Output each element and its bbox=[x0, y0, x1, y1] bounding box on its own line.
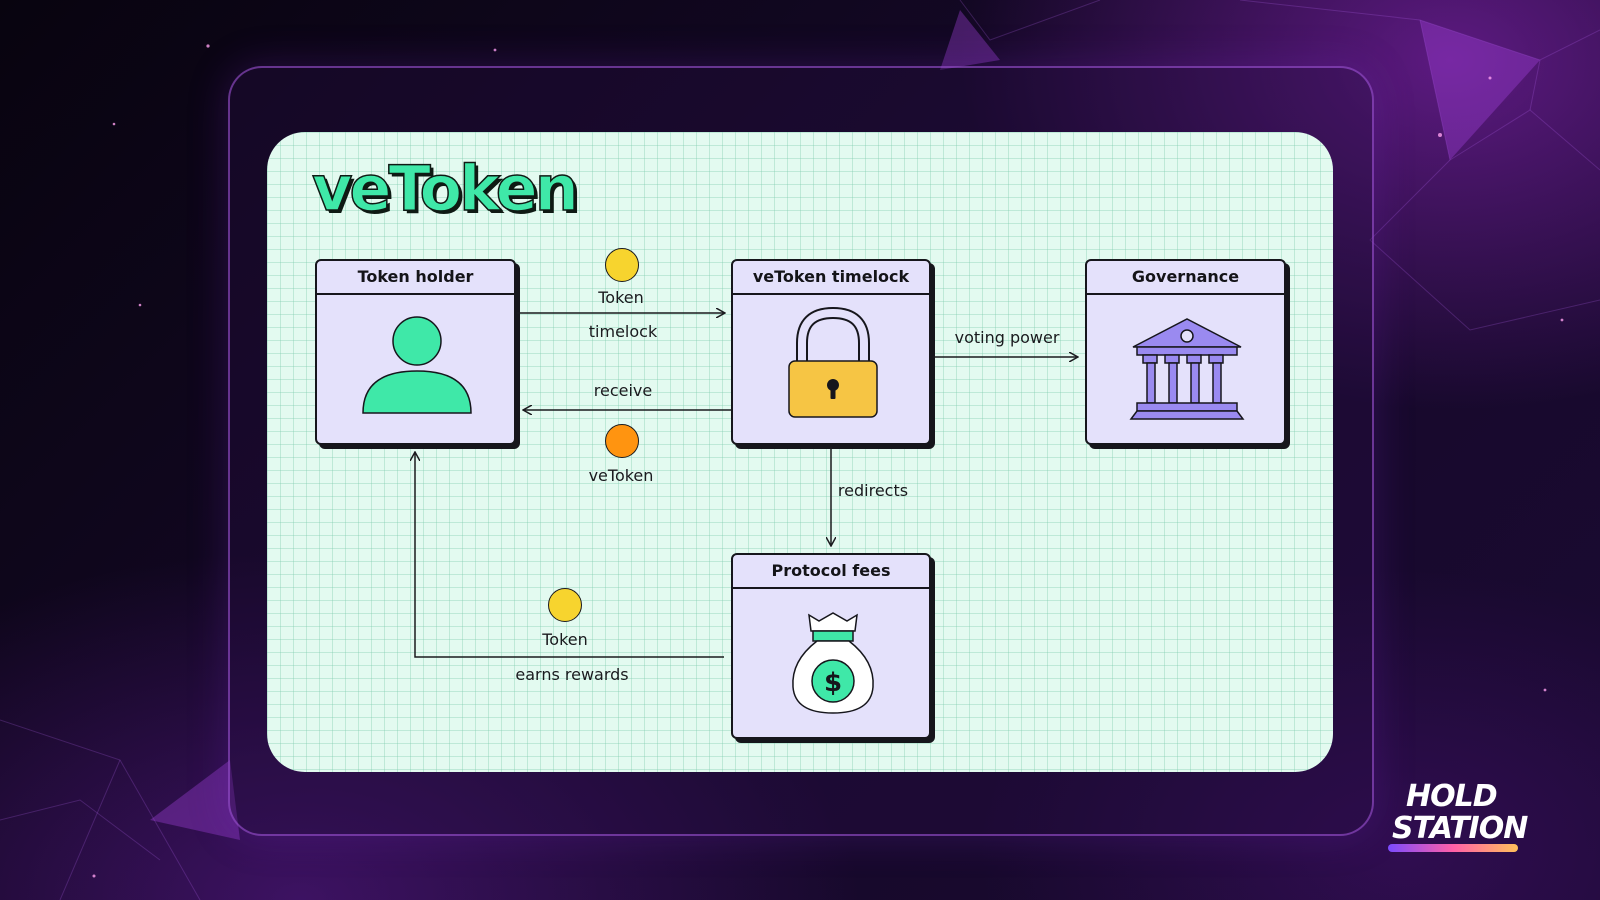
node-vetoken-timelock: veToken timelock bbox=[731, 259, 931, 445]
edge-label-earns-rewards: earns rewards bbox=[515, 665, 629, 684]
svg-text:$: $ bbox=[824, 668, 842, 698]
padlock-icon bbox=[788, 307, 878, 418]
node-protocol-fees: Protocol fees $ bbox=[731, 553, 931, 739]
edge-label-receive: receive bbox=[593, 381, 653, 400]
edge-label-voting-power: voting power bbox=[954, 328, 1060, 347]
node-governance-label: Governance bbox=[1087, 261, 1284, 295]
logo-line-1: HOLD bbox=[1406, 779, 1498, 814]
edge-label-token: Token bbox=[598, 288, 644, 307]
logo-line-2: STATION bbox=[1392, 811, 1528, 846]
edge-label-vetoken: veToken bbox=[588, 466, 654, 485]
edge-label-timelock: timelock bbox=[588, 322, 658, 341]
node-token-holder-label: Token holder bbox=[317, 261, 514, 295]
vetoken-coin-icon bbox=[605, 424, 639, 458]
edge-label-reward-token: Token bbox=[542, 630, 588, 649]
token-coin-icon bbox=[605, 248, 639, 282]
node-protocol-fees-label: Protocol fees bbox=[733, 555, 929, 589]
bank-icon bbox=[1129, 318, 1245, 420]
diagram-title: veToken bbox=[311, 151, 579, 226]
reward-token-coin-icon bbox=[548, 588, 582, 622]
node-token-holder: Token holder bbox=[315, 259, 516, 445]
money-bag-icon: $ bbox=[792, 612, 874, 714]
user-icon bbox=[362, 316, 472, 414]
logo-swoosh bbox=[1388, 844, 1518, 852]
node-governance: Governance bbox=[1085, 259, 1286, 445]
node-vetoken-timelock-label: veToken timelock bbox=[733, 261, 929, 295]
edge-label-redirects: redirects bbox=[837, 481, 909, 500]
holdstation-logo: HOLD STATION bbox=[1384, 778, 1534, 860]
